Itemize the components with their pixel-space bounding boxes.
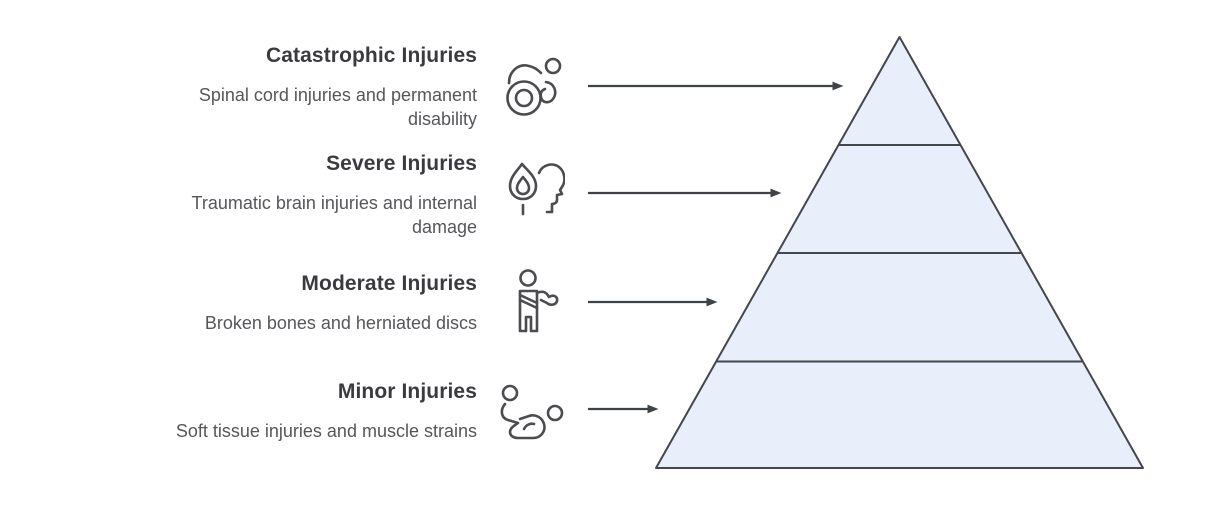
level-description: Broken bones and herniated discs bbox=[204, 313, 477, 333]
head-flame-icon bbox=[503, 160, 565, 234]
level-description: Spinal cord injuries and permanent disab… bbox=[198, 85, 477, 129]
level-title: Minor Injuries bbox=[337, 380, 477, 403]
wheelchair-user-icon bbox=[503, 55, 563, 119]
level-title: Catastrophic Injuries bbox=[266, 44, 477, 67]
level-moderate-text: Moderate Injuries Broken bones and herni… bbox=[47, 270, 477, 335]
level-description: Soft tissue injuries and muscle strains bbox=[175, 421, 477, 441]
arm-sling-icon bbox=[511, 269, 559, 335]
level-catastrophic-text: Catastrophic Injuries Spinal cord injuri… bbox=[47, 42, 477, 131]
muscle-strain-icon bbox=[497, 383, 565, 447]
level-severe-text: Severe Injuries Traumatic brain injuries… bbox=[47, 150, 477, 239]
level-title: Moderate Injuries bbox=[301, 272, 477, 295]
level-description: Traumatic brain injuries and internal da… bbox=[191, 193, 477, 237]
level-minor-text: Minor Injuries Soft tissue injuries and … bbox=[47, 378, 477, 443]
level-title: Severe Injuries bbox=[326, 152, 477, 175]
